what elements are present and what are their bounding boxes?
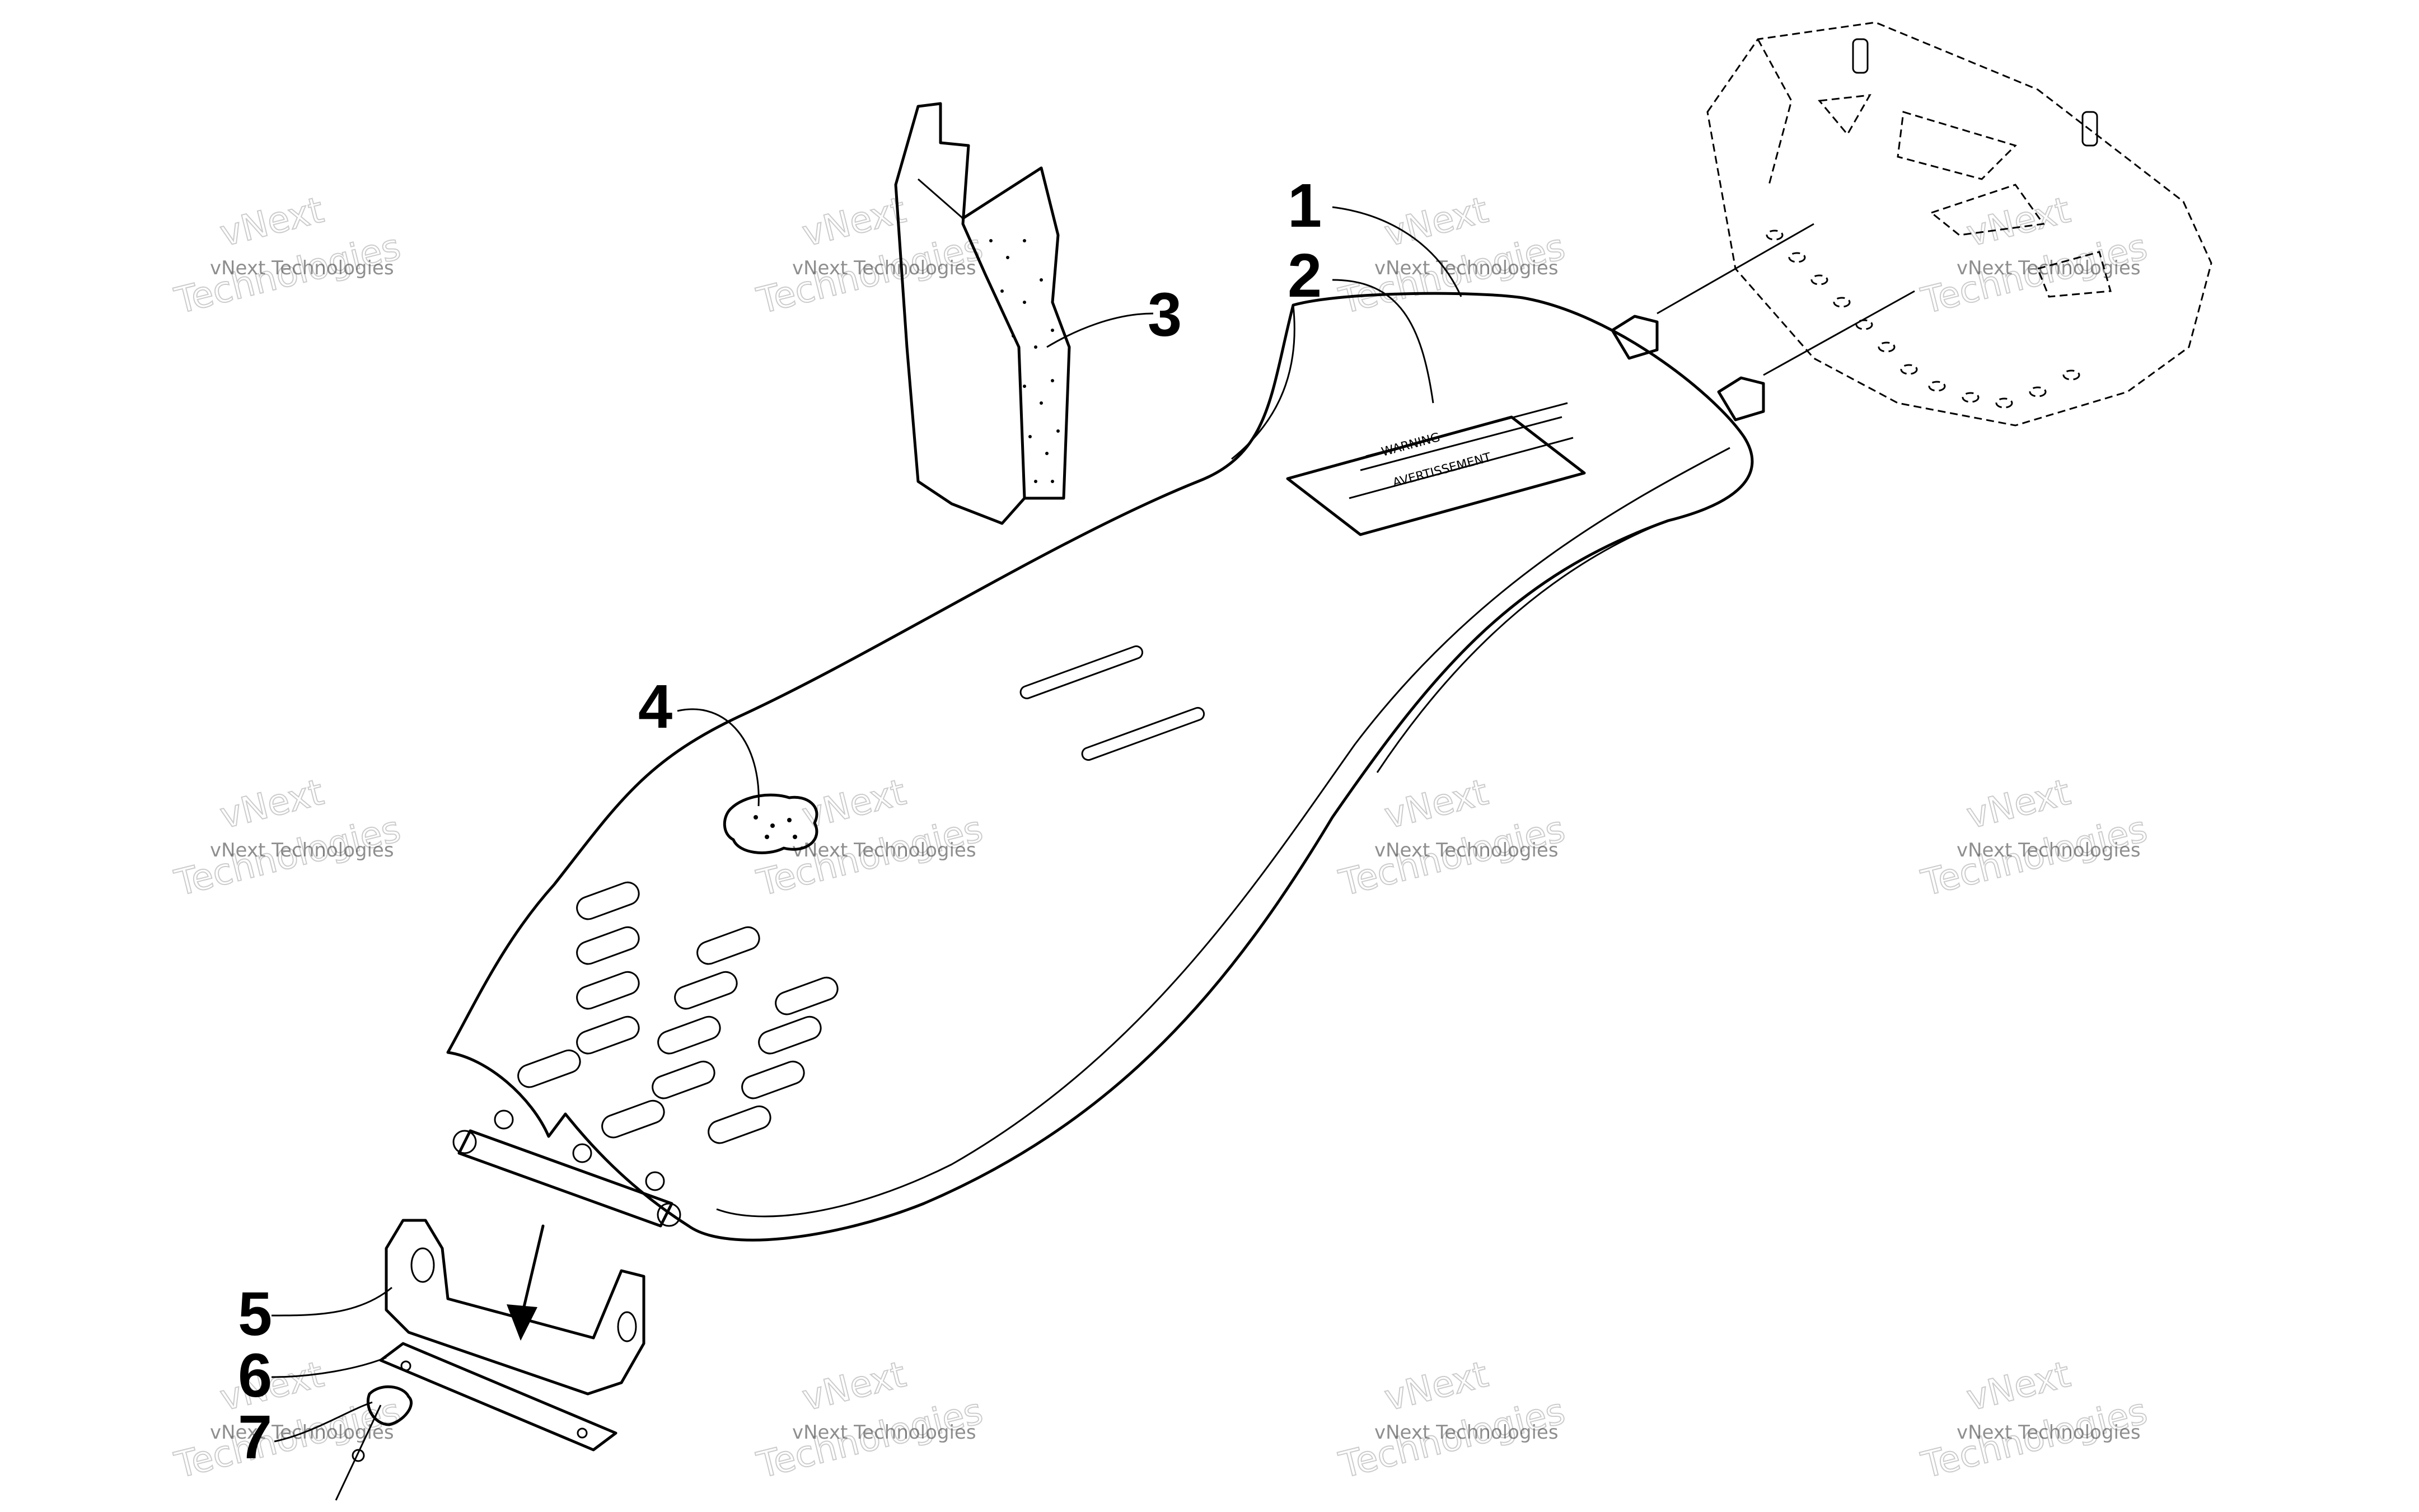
hinge-assembly (452, 1110, 681, 1228)
leader-7 (274, 1401, 373, 1443)
watermark-large-line1: vNext (216, 189, 327, 255)
watermark-small: vNext Technologies (1374, 839, 1559, 862)
chassis-outline (1706, 21, 2212, 427)
guard-texture (989, 239, 1060, 483)
side-guard (894, 102, 1071, 525)
watermark-large-line1: vNext (1381, 189, 1492, 255)
callout-3: 3 (1148, 280, 1181, 349)
leader-4 (677, 708, 760, 807)
install-arrow-icon (507, 1224, 545, 1341)
watermark-large-line1: vNext (1381, 1354, 1492, 1419)
leader-lines (271, 206, 1462, 1443)
alignment-line-lower (1763, 290, 1915, 376)
leader-2 (1332, 279, 1434, 404)
skid-plate (446, 292, 1765, 1242)
callout-labels: 1 2 3 4 5 6 7 (238, 171, 1322, 1472)
watermark-r3c1: vNext Technologies vNext Technologies (170, 1353, 405, 1487)
rivet-fastener (335, 1385, 413, 1501)
callout-2: 2 (1288, 241, 1321, 310)
front-tab-right (1717, 376, 1765, 422)
watermark-small: vNext Technologies (1957, 839, 2141, 862)
watermark-r2c3: vNext Technologies vNext Technologies (1335, 771, 1570, 905)
watermark-small: vNext Technologies (1957, 1421, 2141, 1444)
alignment-line-upper (1657, 223, 1814, 315)
watermark-small: vNext Technologies (1374, 257, 1559, 279)
adhesive-patch (723, 793, 818, 854)
watermark-r1c1: vNext Technologies vNext Technologies (170, 189, 405, 322)
watermark-r3c3: vNext Technologies vNext Technologies (1335, 1353, 1570, 1487)
watermark-large-line1: vNext (1381, 771, 1492, 837)
decal-warning-text: WARNING (1380, 430, 1442, 460)
watermark-r2c2: vNext Technologies vNext Technologies (752, 771, 988, 905)
front-tab-left (1611, 315, 1659, 360)
watermark-r2c1: vNext Technologies vNext Technologies (170, 771, 405, 905)
watermark-small: vNext Technologies (792, 257, 976, 279)
watermark-r1c3: vNext Technologies vNext Technologies (1335, 189, 1570, 322)
vent-slot-lower (1081, 706, 1205, 761)
watermark-r1c4: vNext Technologies vNext Technologies (1917, 189, 2152, 322)
watermark-small: vNext Technologies (210, 257, 394, 279)
hinge-bar (457, 1129, 673, 1228)
backing-plate (379, 1342, 617, 1452)
vent-slot-upper (1019, 645, 1144, 700)
watermark-large-line1: vNext (1963, 771, 2074, 837)
chassis-stud-right (2081, 111, 2098, 147)
watermark-small: vNext Technologies (792, 1421, 976, 1444)
callout-5: 5 (238, 1280, 271, 1349)
leader-1 (1332, 206, 1462, 297)
chassis-stud-left (1852, 38, 1869, 74)
watermark-large-line1: vNext (798, 189, 910, 255)
callout-7: 7 (238, 1403, 271, 1472)
mount-bracket (385, 1219, 645, 1396)
leader-6 (271, 1356, 387, 1378)
watermark-small: vNext Technologies (792, 839, 976, 862)
callout-1: 1 (1288, 171, 1321, 240)
watermark-small: vNext Technologies (1957, 257, 2141, 279)
leader-5 (271, 1286, 392, 1317)
louver-grid (517, 881, 839, 1144)
leader-3 (1046, 312, 1154, 348)
callout-4: 4 (638, 672, 672, 741)
watermark-large-line1: vNext (1963, 1354, 2074, 1419)
chassis-holes (1766, 230, 2080, 409)
watermark-r2c4: vNext Technologies vNext Technologies (1917, 771, 2152, 905)
decal-avertissement-text: AVERTISSEMENT (1391, 451, 1493, 490)
watermark-large-line1: vNext (1963, 189, 2074, 255)
watermark-small: vNext Technologies (210, 839, 394, 862)
watermark-r3c2: vNext Technologies vNext Technologies (752, 1353, 988, 1487)
watermark-r3c4: vNext Technologies vNext Technologies (1917, 1353, 2152, 1487)
watermark-large-line1: vNext (216, 771, 327, 837)
warning-decal: WARNING AVERTISSEMENT (1286, 402, 1586, 536)
callout-6: 6 (238, 1341, 271, 1410)
watermark-small: vNext Technologies (1374, 1421, 1559, 1444)
watermark-large-line1: vNext (798, 1354, 910, 1419)
watermark-large-line1: vNext (216, 1354, 327, 1419)
watermark-group: vNext Technologies vNext Technologies vN… (170, 189, 2152, 1487)
